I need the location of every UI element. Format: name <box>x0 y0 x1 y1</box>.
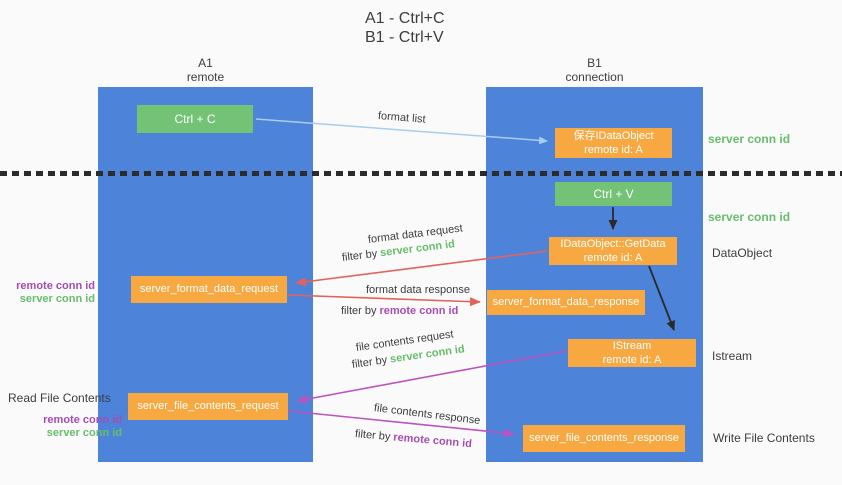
left-conn-id-labels-bottom: remote conn id server conn id <box>43 414 122 440</box>
server-conn-id-text: server conn id <box>46 427 122 439</box>
node-istream-line2: remote id: A <box>602 354 662 366</box>
node-server-file-contents-response: server_file_contents_response <box>523 425 685 452</box>
node-idataobject-getdata-line2: remote id: A <box>583 252 643 264</box>
column-a-subtitle: remote <box>186 70 225 84</box>
column-b-title: B1 <box>587 56 602 70</box>
left-label-read-file-contents: Read File Contents <box>8 391 111 405</box>
node-istream: IStream remote id: A <box>568 339 696 367</box>
node-idataobject-getdata-line1: IDataObject::GetData <box>560 238 666 250</box>
left-conn-id-labels-mid: remote conn id server conn id <box>16 280 95 306</box>
filter-by-text: filter by <box>354 428 391 444</box>
filter-by-text: filter by <box>341 305 377 317</box>
node-save-idataobject: 保存IDataObject remote id: A <box>555 128 672 158</box>
right-label-write-file-contents: Write File Contents <box>713 431 815 445</box>
column-b-header: B1 connection <box>486 56 703 84</box>
right-label-istream: Istream <box>712 349 753 363</box>
node-idataobject-getdata: IDataObject::GetData remote id: A <box>549 237 677 265</box>
column-b-subtitle: connection <box>565 70 624 84</box>
remote-conn-id-text: remote conn id <box>16 280 95 292</box>
title-line-b1: B1 - Ctrl+V <box>365 29 444 46</box>
remote-conn-id-text: remote conn id <box>379 305 459 317</box>
server-conn-id-text: server conn id <box>19 293 95 305</box>
node-server-file-contents-request: server_file_contents_request <box>128 393 288 420</box>
edge-label-format-list: format list <box>377 110 427 126</box>
column-a-header: A1 remote <box>98 56 313 84</box>
node-server-format-data-response: server_format_data_response <box>487 290 645 315</box>
node-save-idataobject-line2: remote id: A <box>584 144 643 156</box>
edge-label-format-data-response: format data response <box>366 284 470 296</box>
node-save-idataobject-line1: 保存IDataObject <box>573 130 654 142</box>
filter-by-text: filter by <box>351 354 388 371</box>
column-a-title: A1 <box>198 56 213 70</box>
title-line-a1: A1 - Ctrl+C <box>365 10 445 27</box>
right-label-dataobject: DataObject <box>712 246 773 260</box>
session-divider-dotted-line <box>0 171 842 176</box>
diagram-title: A1 - Ctrl+C B1 - Ctrl+V <box>365 9 445 47</box>
edge-label-file-contents-response: file contents response <box>373 402 481 427</box>
arrow-format-data-response <box>287 294 481 307</box>
remote-conn-id-text: remote conn id <box>43 414 122 426</box>
node-ctrl-c: Ctrl + C <box>137 105 253 133</box>
right-label-server-conn-id-mid: server conn id <box>708 210 791 224</box>
right-label-server-conn-id-top: server conn id <box>708 132 791 146</box>
node-ctrl-v: Ctrl + V <box>555 182 672 206</box>
node-istream-line1: IStream <box>612 340 652 352</box>
filter-by-text: filter by <box>341 247 378 264</box>
remote-conn-id-text: remote conn id <box>392 431 473 451</box>
node-server-format-data-request: server_format_data_request <box>131 276 287 303</box>
